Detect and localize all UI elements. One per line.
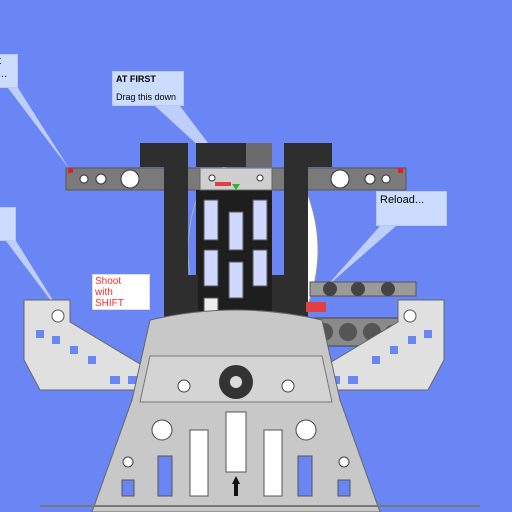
base-bolt [281, 379, 295, 393]
base-bolt [177, 379, 191, 393]
spring-arc [305, 189, 319, 311]
drag-handle-icon[interactable] [232, 184, 240, 190]
base-dial [295, 419, 317, 441]
crossbar-hole [120, 169, 140, 189]
plate-hole [256, 174, 264, 182]
base-gauges [189, 411, 283, 497]
left-arm-pivot [51, 309, 65, 323]
tooltip-reload: Reload... [376, 191, 447, 226]
red-marker [68, 168, 73, 173]
crossbar-hole [95, 173, 107, 185]
tooltip-shoot: Shoot with SHIFT [92, 274, 150, 310]
right-arm-pivot [403, 309, 417, 323]
tooltip-at-first: AT FIRST Drag this down [112, 71, 184, 106]
shoot-line1: Shoot [95, 276, 122, 287]
tooltip-pointer-reload [325, 226, 396, 288]
reload-knob[interactable] [381, 282, 395, 296]
red-marker [398, 168, 403, 173]
shoot-line2: with [95, 287, 113, 298]
tooltip-pointer-left-mid [6, 241, 64, 318]
tooltip-left-top: t ... [0, 54, 18, 88]
crossbar-hole [79, 174, 89, 184]
tooltip-left-mid [0, 207, 16, 241]
plate-hole [208, 174, 216, 182]
tooltip-title: AT FIRST [116, 74, 156, 84]
left-arm-holes [36, 330, 138, 384]
center-light-block [246, 143, 272, 167]
reload-label-red [306, 302, 326, 312]
reload-knob[interactable] [323, 282, 337, 296]
crossbar-hole [330, 169, 350, 189]
base-rivet [122, 456, 134, 468]
shoot-line3: SHIFT [95, 298, 124, 309]
bolt-wheel [339, 323, 357, 341]
tooltip-pointer-left-top [8, 88, 70, 170]
tooltip-body: Drag this down [116, 92, 177, 102]
base-dial [151, 419, 173, 441]
base-rivet [338, 456, 350, 468]
tooltip-text: Reload... [380, 194, 425, 206]
arrow-bolt-icon [232, 476, 240, 496]
tooltip-line2: ... [0, 68, 8, 80]
wheel-hub [230, 376, 242, 388]
crossbar-hole [381, 174, 391, 184]
red-label [215, 182, 231, 186]
base-windows [121, 455, 351, 497]
reload-knob[interactable] [351, 282, 365, 296]
side-block-left [188, 275, 198, 345]
crossbar-hole [364, 173, 376, 185]
tooltip-line1: t [0, 55, 1, 67]
